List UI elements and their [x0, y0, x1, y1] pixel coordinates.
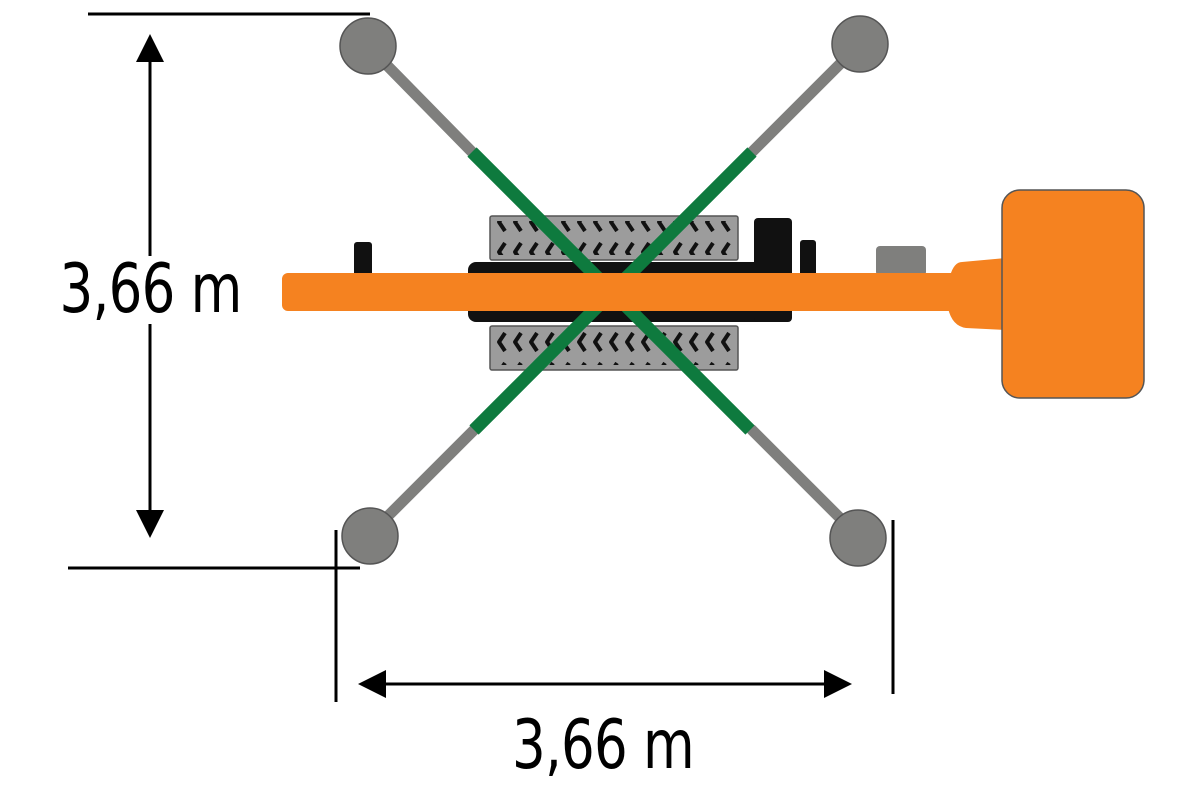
front-post [800, 240, 816, 280]
dimension-lines [68, 12, 895, 702]
track-bottom-tread [496, 331, 732, 365]
boom [282, 189, 1145, 399]
arrow-up-icon [136, 34, 164, 62]
basket [1001, 189, 1145, 399]
outrigger-foot-top-right [831, 15, 889, 73]
arrow-down-icon [136, 510, 164, 538]
control-box [876, 246, 926, 276]
boom-arm [282, 273, 972, 311]
track-top-tread [496, 221, 732, 255]
outrigger-foot-bottom-left [341, 507, 399, 565]
outrigger-feet [339, 15, 889, 567]
boom-head-joint [948, 258, 1006, 330]
vertical-dimension-label: 3,66 m [58, 250, 244, 329]
rear-post [354, 242, 372, 278]
horizontal-dimension-label: 3,66 m [512, 706, 695, 785]
outrigger-foot-bottom-right [829, 509, 887, 567]
dimension-arrowheads [136, 34, 852, 698]
arrow-right-icon [824, 670, 852, 698]
outrigger-foot-top-left [339, 17, 397, 75]
arrow-left-icon [358, 670, 386, 698]
